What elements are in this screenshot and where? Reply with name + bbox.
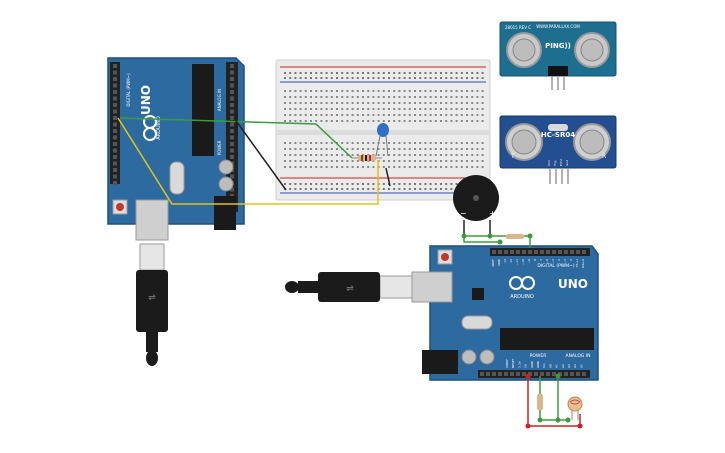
hcsr04-model: HC-SR04 [541,131,575,139]
right-board-pin-label: IOREF [505,359,509,368]
left-board-title: UNO [139,85,153,115]
wire-green-signal [119,117,353,159]
right-board-pin-label: ~5 [551,259,555,264]
right-board-pin-label: 2 [569,259,573,261]
arduino-uno-left[interactable]: UNO ARDUINO DIGITAL (PWM~) ANALOG IN POW… [107,57,245,241]
right-board-pin-label: ~10 [521,259,525,265]
capacitor-right-1 [461,349,477,365]
left-board-analog-label: ANALOG IN [217,89,222,111]
resistor-icon [352,155,382,161]
right-board-pin-label: GND [497,258,501,266]
wire-yellow-signal [117,117,379,205]
ping-brand-top: 28015 REV C [505,25,531,30]
right-board-power-label: POWER [530,353,547,359]
ping-ultrasonic-sensor[interactable]: 28015 REV C WWW.PARALLAX.COM PING)) [499,21,617,90]
buzzer-icon[interactable]: − + [453,175,499,221]
right-board-header-pins [480,250,586,376]
capacitor-icon [375,123,389,157]
wire-black-gnd-2 [385,167,391,187]
right-board-pin-label: ~11 [515,259,519,265]
right-board-pin-label: A3 [567,364,571,368]
capacitor-left-2 [218,176,234,192]
crystal-right [461,315,493,330]
usb-cable-icon: ⇌ [136,243,168,366]
right-board-pin-label: 3.3V [517,360,521,368]
wires-left[interactable] [117,117,391,205]
left-board-digital-label: DIGITAL (PWM~) [126,73,131,107]
right-board-pin-label: 4 [557,259,561,261]
breadboard-holes [284,72,484,190]
left-board-brand: ARDUINO [156,116,162,140]
arduino-logo-icon [143,115,157,141]
right-board-analog-label: ANALOG IN [565,353,590,359]
ping-site: WWW.PARALLAX.COM [536,24,580,29]
svg-text:+: + [489,209,496,218]
svg-text:⇌: ⇌ [148,293,156,303]
hcsr04-side-right: R [602,153,606,160]
arduino-logo-icon [509,276,535,290]
right-board-digital-label: DIGITAL (PWM~) [537,263,575,269]
crystal-left [169,161,185,195]
right-board-pin-label: GND [536,360,540,368]
right-board-pin-label: 5V [524,363,528,368]
atmega-chip [192,64,214,156]
hcsr04-pin-label: Gnd [565,160,569,166]
right-board-pin-label: ~9 [527,259,531,264]
right-board-pin-label: 8 [533,259,537,261]
right-board-title: UNO [558,277,588,291]
photoresistor-icon [567,396,583,420]
right-board-brand: ARDUINO [510,294,534,300]
right-board-pin-label: ~3 [563,259,567,264]
right-board-pin-label: A0 [548,364,552,368]
right-board-pin-label: TX→1 [575,259,579,268]
wires-photoresistor[interactable] [525,373,583,429]
wires-buzzer[interactable] [461,220,533,248]
wire-black-gnd-1 [233,117,287,191]
left-board-power-label: POWER [217,140,222,155]
power-jack-left [214,196,236,230]
right-board-pin-label: A2 [561,364,565,368]
right-board-pin-label: AREF [491,259,495,267]
right-board-pin-label: RX←0 [581,259,585,268]
right-board-pin-label: ~6 [545,259,549,264]
hcsr04-pin-label: Echo [559,159,563,166]
right-board-pin-label: A5 [579,364,583,368]
right-board-pin-label: Vin [542,363,546,368]
usb-port-right [411,271,453,303]
power-jack-right [422,350,458,374]
right-board-pin-label: A1 [555,364,559,368]
hcsr04-pin-label: Trig [553,161,557,167]
hcsr04-side-left: T [510,153,515,160]
ping-model: PING)) [545,42,571,50]
hcsr04-pin-label: VCC [547,160,551,166]
capacitor-right-2 [479,349,495,365]
resistor-icon [537,394,543,410]
svg-text:⇌: ⇌ [346,284,354,294]
right-board-pin-label: A4 [573,364,577,368]
svg-text:−: − [460,209,467,218]
capacitor-left-1 [218,159,234,175]
atmega-chip-right [500,328,594,350]
right-board-pin-label: 7 [539,259,543,261]
usb-port-left [135,199,169,241]
right-board-pin-label: RESET [511,358,515,368]
usb-cable-icon: ⇌ [285,272,413,302]
right-board-pin-label: 13 [503,259,507,263]
right-board-pin-label: GND [530,360,534,368]
right-board-pin-label: 12 [509,259,513,263]
